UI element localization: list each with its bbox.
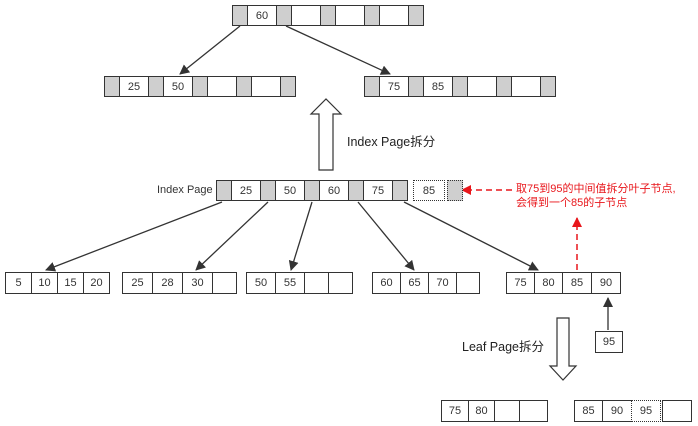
leaf-key-cell: 80 <box>534 272 563 294</box>
level1-node-left: 25 50 <box>104 76 296 97</box>
pointer-cell <box>280 76 296 97</box>
pointer-cell <box>148 76 164 97</box>
index-page-node: 25 50 60 75 <box>216 180 408 201</box>
leaf-key-cell: 30 <box>182 272 213 294</box>
inserted-key-cell: 95 <box>595 331 623 353</box>
leaf-key-cell <box>304 272 329 294</box>
leaf-key-cell: 20 <box>83 272 110 294</box>
leaf-key-cell: 85 <box>574 400 603 422</box>
annotation-line-1: 取75到95的中间值拆分叶子节点, <box>516 183 676 195</box>
edge-index-leaf3 <box>288 201 313 271</box>
key-cell: 75 <box>363 180 393 201</box>
edge-index-leaf2 <box>195 201 269 271</box>
pointer-cell <box>408 76 424 97</box>
pointer-cell <box>392 180 408 201</box>
pointer-cell <box>496 76 512 97</box>
pointer-cell <box>276 5 292 26</box>
inserted-key-node: 95 <box>595 331 623 353</box>
leaf-key-cell: 25 <box>122 272 153 294</box>
pointer-cell <box>348 180 364 201</box>
leaf-key-cell <box>328 272 353 294</box>
key-cell: 85 <box>423 76 453 97</box>
leaf-key-cell <box>519 400 548 422</box>
leaf-split-down-arrow <box>548 317 578 381</box>
overflow-pointer-cell <box>447 180 463 201</box>
edge-index-leaf5 <box>403 201 539 271</box>
leaf-key-cell: 70 <box>428 272 457 294</box>
leaf-key-cell <box>456 272 480 294</box>
edge-index-leaf1 <box>45 201 223 272</box>
index-split-up-arrow <box>309 98 343 171</box>
leaf-key-cell: 65 <box>400 272 429 294</box>
leaf-key-cell: 80 <box>468 400 495 422</box>
leaf-page-1: 5 10 15 20 <box>5 272 110 294</box>
leaf-key-cell: 15 <box>57 272 84 294</box>
leaf-key-cell: 50 <box>246 272 276 294</box>
key-cell <box>467 76 497 97</box>
key-cell: 75 <box>379 76 409 97</box>
key-cell <box>335 5 365 26</box>
new-key-cell: 95 <box>631 400 661 422</box>
leaf-key-cell: 5 <box>5 272 32 294</box>
pointer-cell <box>260 180 276 201</box>
index-page-overflow: 85 <box>413 180 463 201</box>
leaf-page-5: 75 80 85 90 <box>506 272 621 294</box>
edge-root-left <box>179 25 241 75</box>
root-node: 60 <box>232 5 424 26</box>
key-cell <box>251 76 281 97</box>
key-cell: 60 <box>319 180 349 201</box>
leaf-key-cell: 85 <box>562 272 592 294</box>
leaf-key-cell: 60 <box>372 272 401 294</box>
key-cell: 50 <box>275 180 305 201</box>
leaf-key-cell: 75 <box>506 272 535 294</box>
key-cell: 50 <box>163 76 193 97</box>
leaf-key-cell <box>662 400 692 422</box>
pointer-cell <box>364 5 380 26</box>
leaf-page-2: 25 28 30 <box>122 272 237 294</box>
pointer-cell <box>232 5 248 26</box>
leaf-key-cell: 90 <box>602 400 632 422</box>
key-cell: 60 <box>247 5 277 26</box>
pointer-cell <box>236 76 252 97</box>
split-leaf-right: 85 90 95 <box>574 400 692 422</box>
leaf-page-4: 60 65 70 <box>372 272 480 294</box>
key-cell: 25 <box>119 76 149 97</box>
pointer-cell <box>452 76 468 97</box>
key-cell: 25 <box>231 180 261 201</box>
level1-node-right: 75 85 <box>364 76 556 97</box>
leaf-page-split-label: Leaf Page拆分 <box>462 340 544 354</box>
pointer-cell <box>192 76 208 97</box>
index-page-split-label: Index Page拆分 <box>347 135 436 149</box>
pointer-cell <box>540 76 556 97</box>
leaf-key-cell: 90 <box>591 272 621 294</box>
annotation-line-2: 会得到一个85的子节点 <box>516 197 628 209</box>
leaf-key-cell: 55 <box>275 272 305 294</box>
edge-root-right <box>285 25 391 75</box>
split-leaf-left: 75 80 <box>441 400 548 422</box>
key-cell <box>511 76 541 97</box>
pointer-cell <box>216 180 232 201</box>
edge-index-leaf4 <box>357 201 415 271</box>
index-page-label: Index Page <box>157 184 213 196</box>
leaf-page-3: 50 55 <box>246 272 353 294</box>
pointer-cell <box>320 5 336 26</box>
key-cell <box>291 5 321 26</box>
leaf-key-cell <box>494 400 520 422</box>
leaf-key-cell: 28 <box>152 272 183 294</box>
key-cell <box>379 5 409 26</box>
pointer-cell <box>364 76 380 97</box>
leaf-key-cell: 10 <box>31 272 58 294</box>
pointer-cell <box>304 180 320 201</box>
key-cell <box>207 76 237 97</box>
pointer-cell <box>408 5 424 26</box>
leaf-key-cell: 75 <box>441 400 469 422</box>
pointer-cell <box>104 76 120 97</box>
annotation-text: 取75到95的中间值拆分叶子节点, 会得到一个85的子节点 <box>516 182 676 210</box>
leaf-key-cell <box>212 272 237 294</box>
overflow-key-cell: 85 <box>413 180 445 201</box>
